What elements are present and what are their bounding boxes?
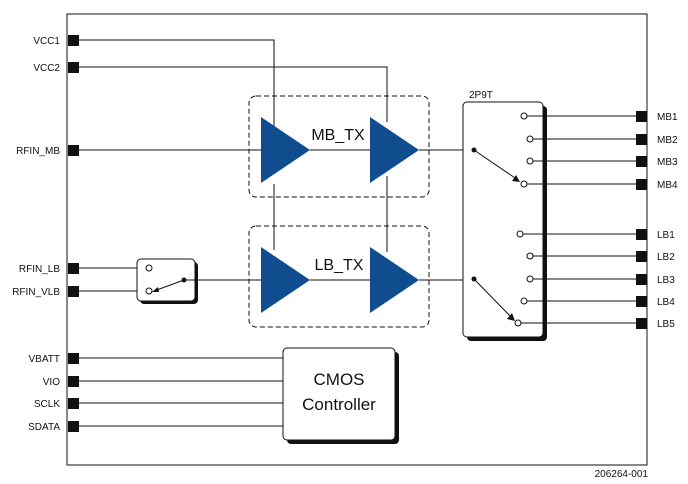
pin-label-rfin-lb: RFIN_LB <box>19 264 60 275</box>
pin-label-mb4: MB4 <box>657 180 678 191</box>
pin-label-lb4: LB4 <box>657 297 675 308</box>
lb-throw-wires <box>521 233 636 324</box>
pin-label-mb3: MB3 <box>657 157 678 168</box>
pin-mb4: MB4 <box>636 179 678 191</box>
pin-mb2: MB2 <box>636 134 678 146</box>
pin-sdata: SDATA <box>28 421 79 433</box>
pin-vio: VIO <box>43 376 79 388</box>
lb-tx-box <box>248 225 430 328</box>
pin-rfin-vlb: RFIN_VLB <box>12 286 79 298</box>
mb-tx-box <box>248 95 430 198</box>
pin-label-rfin-mb: RFIN_MB <box>16 146 60 157</box>
mb-amplifier-1 <box>261 117 310 183</box>
pin-rfin-mb: RFIN_MB <box>16 145 79 157</box>
cmos-label-line2: Controller <box>302 395 376 414</box>
pin-lb1: LB1 <box>636 229 675 241</box>
pin-label-sclk: SCLK <box>34 399 60 410</box>
mb-tx-label: MB_TX <box>311 127 365 144</box>
pin-label-sdata: SDATA <box>28 422 60 433</box>
lb-tx-label: LB_TX <box>315 257 364 274</box>
cmos-label-line1: CMOS <box>314 370 365 389</box>
mb-amplifier-2 <box>370 117 419 183</box>
pin-label-lb3: LB3 <box>657 275 675 286</box>
pin-mb1: MB1 <box>636 111 678 123</box>
pin-lb5: LB5 <box>636 318 675 330</box>
pin-label-lb5: LB5 <box>657 319 675 330</box>
pin-label-vcc1: VCC1 <box>33 36 60 47</box>
pin-mb3: MB3 <box>636 156 678 168</box>
pin-label-mb1: MB1 <box>657 112 678 123</box>
pin-lb2: LB2 <box>636 251 675 263</box>
switch-label: 2P9T <box>469 90 493 101</box>
lb-amplifier-2 <box>370 247 419 313</box>
pin-label-mb2: MB2 <box>657 135 678 146</box>
switch-2p9t <box>462 101 547 341</box>
mb-throw-wires <box>527 115 636 185</box>
pin-label-lb2: LB2 <box>657 252 675 263</box>
pin-label-lb1: LB1 <box>657 230 675 241</box>
vcc2-wire <box>79 66 388 252</box>
pin-label-vbatt: VBATT <box>29 354 60 365</box>
pin-sclk: SCLK <box>34 398 79 410</box>
cmos-controller: CMOS Controller <box>282 347 399 444</box>
part-number: 206264-001 <box>595 469 649 480</box>
pin-vcc2: VCC2 <box>33 62 79 74</box>
pin-lb3: LB3 <box>636 274 675 286</box>
pin-label-vcc2: VCC2 <box>33 63 60 74</box>
pin-vbatt: VBATT <box>29 353 79 365</box>
pin-rfin-lb: RFIN_LB <box>19 263 79 275</box>
pin-label-vio: VIO <box>43 377 60 388</box>
input-selector-switch <box>136 258 198 304</box>
pin-vcc1: VCC1 <box>33 35 79 47</box>
lb-amplifier-1 <box>261 247 310 313</box>
control-wires <box>79 357 283 427</box>
pin-lb4: LB4 <box>636 296 675 308</box>
vcc1-wire <box>79 39 275 250</box>
pin-label-rfin-vlb: RFIN_VLB <box>12 287 60 298</box>
